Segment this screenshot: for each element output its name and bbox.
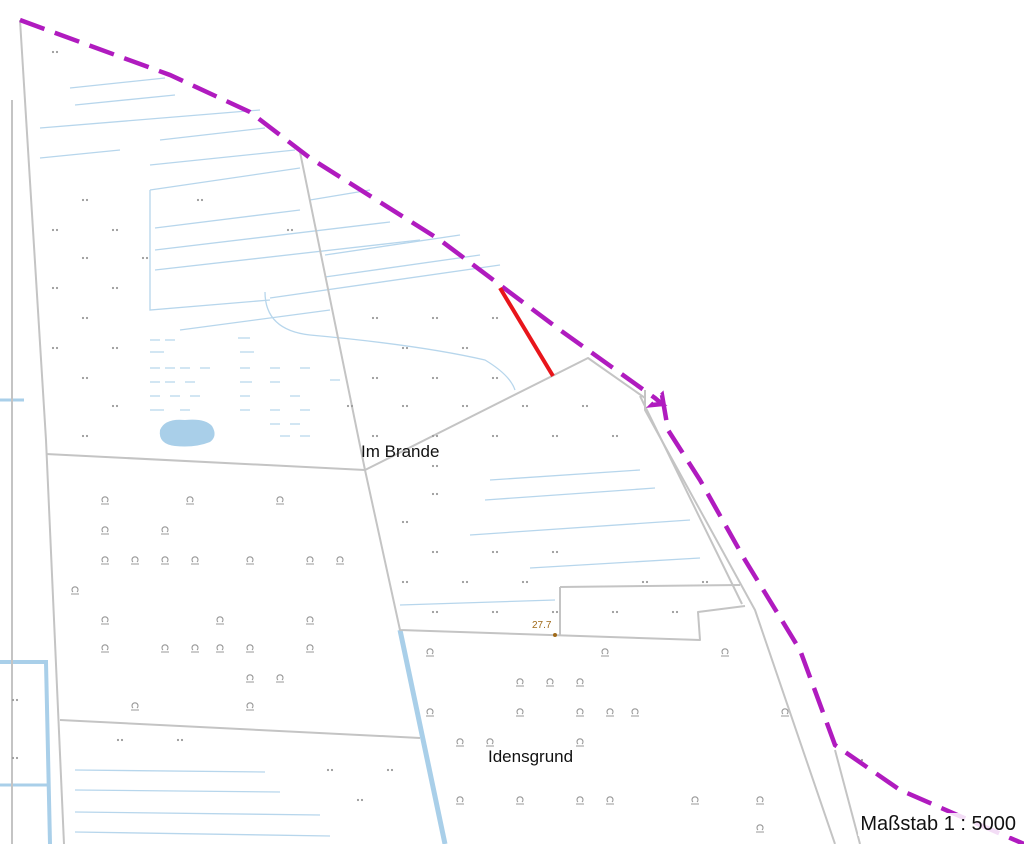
grassland-symbols [11,50,864,802]
place-label-idensgrund: Idensgrund [488,747,574,766]
spot-height-marker [553,633,557,637]
scrub-symbols [71,496,789,833]
marked-segment [498,286,555,378]
district-boundary [19,17,1024,844]
drainage-ditches [39,77,701,837]
scale-indicator: Maßstab 1 : 5000 [858,813,1018,836]
parcel-lines [11,19,861,844]
marsh-symbols [150,337,340,437]
canals [0,398,448,844]
pond [159,419,215,447]
spot-height-label: 27.7 [532,620,552,631]
place-label-im-brande: Im Brande [361,442,440,461]
